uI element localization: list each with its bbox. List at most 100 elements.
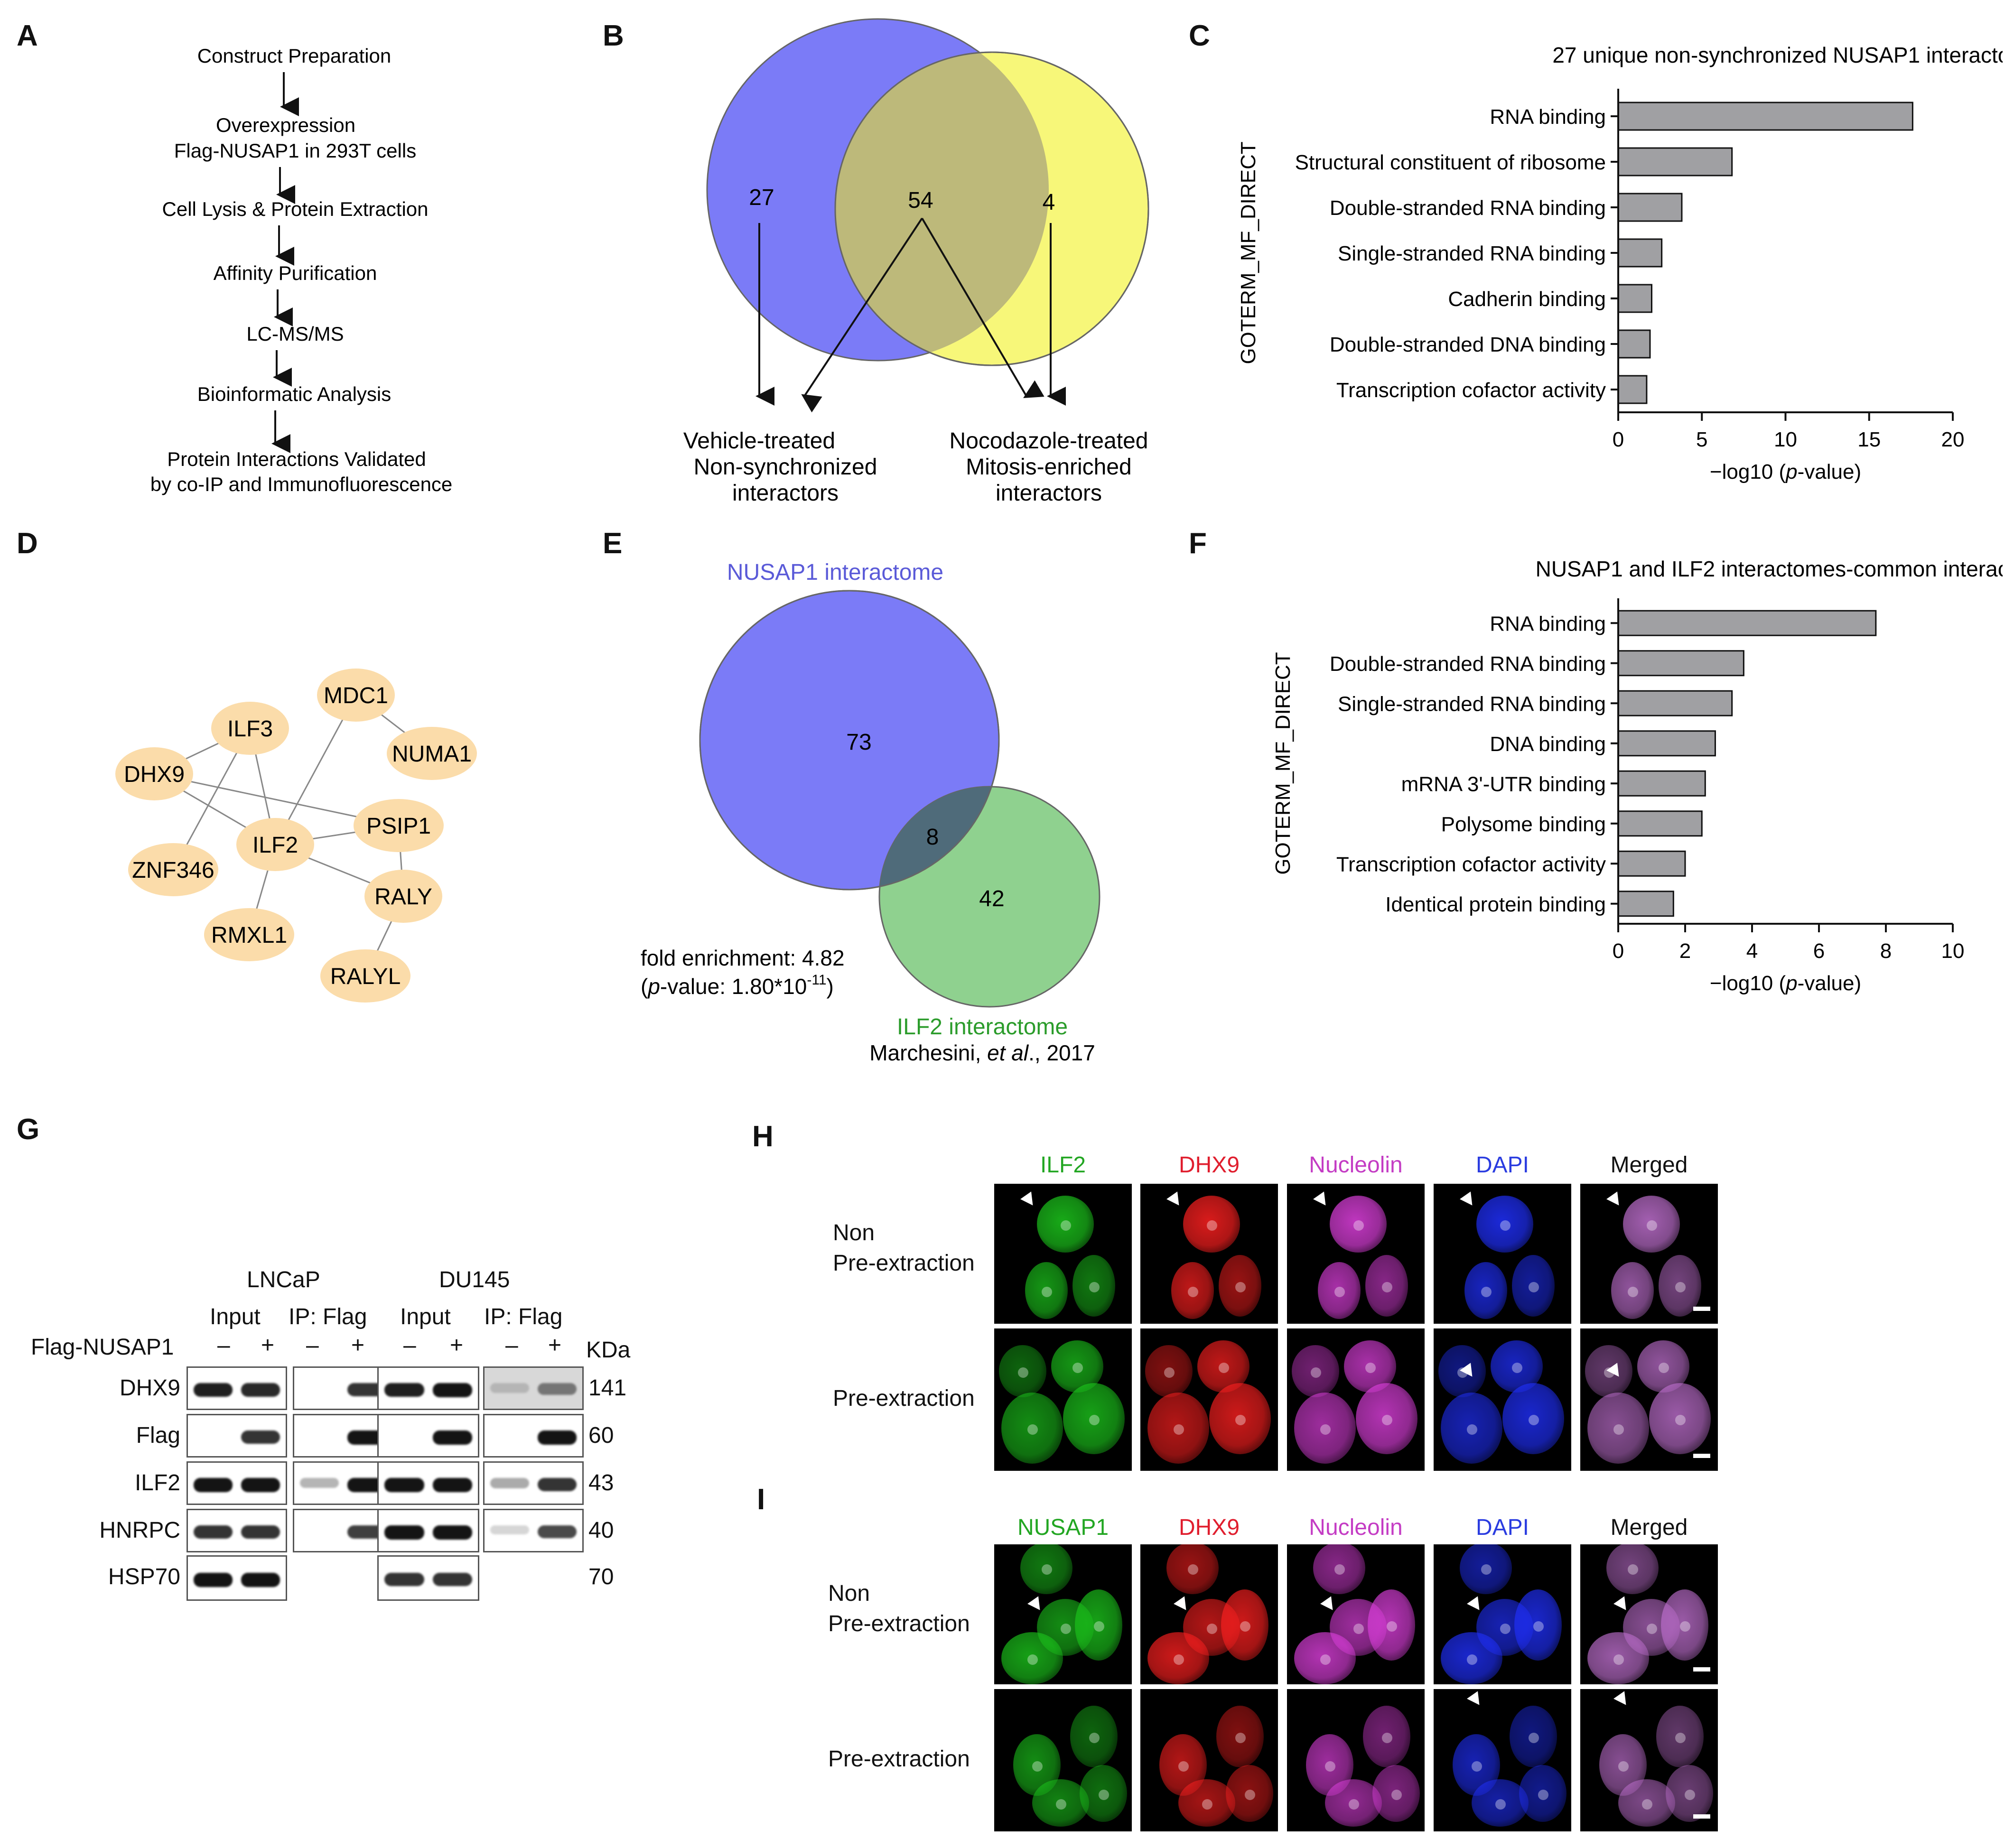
nucleolus: [1675, 1415, 1686, 1425]
venn-label-left: Non-synchronized: [694, 455, 877, 480]
scale-bar: [1693, 1454, 1710, 1458]
nucleolus: [1642, 1799, 1652, 1810]
micrograph: [1287, 1184, 1425, 1324]
nucleolus: [1529, 1415, 1539, 1425]
nucleolus: [1675, 1282, 1686, 1292]
channel-label: NUSAP1: [1017, 1515, 1109, 1540]
cell-nucleus: [1209, 1383, 1271, 1454]
blot-band: [384, 1525, 424, 1540]
venn-arrow: [921, 217, 1044, 399]
node-label: RALYL: [330, 964, 401, 989]
x-axis-label: −log10 (p-value): [1710, 460, 1861, 483]
cell-nucleus: [1649, 1383, 1711, 1454]
nucleolus: [1628, 1287, 1638, 1297]
channel-label: Merged: [1610, 1515, 1688, 1540]
blot-band: [241, 1525, 280, 1539]
chart-title: 27 unique non-synchronized NUSAP1 intera…: [1552, 43, 2003, 67]
micrograph: [1140, 1689, 1278, 1831]
cell-nucleus: [1178, 1779, 1235, 1827]
go-bar-chart-c: 27 unique non-synchronized NUSAP1 intera…: [1237, 43, 2003, 483]
row-label: Non: [828, 1580, 870, 1606]
fold-enrichment-text: fold enrichment: 4.82: [641, 946, 845, 970]
nucleolus: [1481, 1287, 1492, 1297]
nucleolus: [1188, 1564, 1198, 1575]
panel-letter-d: D: [17, 527, 38, 560]
nucleolus: [1235, 1733, 1246, 1743]
blot-image: [377, 1366, 479, 1410]
nucleolus: [1311, 1367, 1321, 1378]
x-tick-label: 6: [1813, 939, 1825, 963]
cell-nucleus: [1365, 1255, 1408, 1317]
blot-band: [194, 1525, 233, 1539]
cell-nucleus: [1219, 1255, 1261, 1317]
category-label: mRNA 3'-UTR binding: [1401, 772, 1606, 796]
venn-count-right: 4: [1043, 190, 1055, 215]
workflow-step: Bioinformatic Analysis: [197, 383, 392, 405]
group-label: Input: [210, 1304, 261, 1329]
cell-nucleus: [1514, 1589, 1562, 1661]
cell-nucleus: [999, 1345, 1046, 1397]
venn-overlap: [835, 52, 1049, 361]
venn-overlap: [879, 787, 999, 890]
nucleolus: [1481, 1564, 1492, 1575]
x-tick-label: 4: [1746, 939, 1758, 963]
cell-nucleus: [1216, 1706, 1264, 1767]
venn-count-overlap: 8: [926, 825, 939, 850]
y-axis-label: GOTERM_MF_DIRECT: [1271, 652, 1295, 874]
pvalue-text: (p-value: 1.80*10-11): [641, 972, 834, 999]
blot-band: [241, 1430, 280, 1444]
nucleolus: [1325, 1761, 1335, 1772]
nucleolus: [1382, 1733, 1392, 1743]
panel-letter-h: H: [752, 1120, 774, 1153]
group-label: IP: Flag: [484, 1304, 563, 1329]
group-label: IP: Flag: [289, 1304, 367, 1329]
micrograph: [1287, 1689, 1425, 1831]
cell-nucleus: [1020, 1544, 1072, 1594]
category-label: Cadherin binding: [1448, 288, 1606, 311]
cell-line-label: DU145: [439, 1267, 510, 1292]
arrowhead-marker: [1460, 1191, 1478, 1209]
nucleolus: [1472, 1761, 1482, 1772]
nucleolus: [1178, 1761, 1189, 1772]
cell-nucleus: [1441, 1393, 1502, 1464]
cell-nucleus: [1661, 1589, 1708, 1661]
cell-nucleus: [1472, 1779, 1529, 1827]
scale-bar: [1693, 1667, 1710, 1672]
cell-nucleus: [1080, 1765, 1127, 1822]
nucleolus: [1235, 1282, 1246, 1292]
micrograph: [1140, 1544, 1278, 1684]
venn-label-right: interactors: [996, 481, 1102, 506]
nucleolus: [1382, 1282, 1392, 1292]
cell-nucleus: [1025, 1262, 1068, 1319]
nucleolus: [1174, 1424, 1184, 1435]
x-tick-label: 8: [1880, 939, 1892, 963]
blot-row-label: HNRPC: [99, 1518, 180, 1543]
blot-image: [483, 1509, 584, 1552]
channel-label: DAPI: [1475, 1515, 1529, 1540]
channel-label: DHX9: [1178, 1152, 1240, 1178]
arrowhead-marker: [1313, 1191, 1331, 1209]
x-tick-label: 20: [1941, 428, 1965, 451]
x-tick-label: 5: [1696, 428, 1707, 451]
node-ralyl: [320, 949, 410, 1003]
bar: [1617, 375, 1648, 404]
blot-band: [432, 1430, 472, 1445]
nucleolus: [1495, 1799, 1506, 1810]
micrograph: [1434, 1328, 1571, 1471]
nucleolus: [1538, 1790, 1548, 1800]
cell-nucleus: [1325, 1779, 1382, 1827]
cell-nucleus: [1476, 1196, 1533, 1253]
panel-letter-a: A: [17, 19, 38, 52]
x-tick-label: 0: [1613, 939, 1624, 963]
treatment-sign: –: [505, 1333, 518, 1358]
workflow-step: LC-MS/MS: [246, 323, 344, 345]
nucleolus: [1467, 1424, 1477, 1435]
channel-label: DHX9: [1178, 1515, 1240, 1540]
blot-band: [490, 1525, 529, 1535]
blot-image: [186, 1461, 287, 1505]
micrograph: [994, 1184, 1132, 1324]
nucleolus: [1365, 1363, 1376, 1373]
nucleolus: [1072, 1363, 1083, 1373]
venn-title-ilf2: ILF2 interactome: [897, 1014, 1068, 1040]
bar: [1617, 730, 1716, 757]
